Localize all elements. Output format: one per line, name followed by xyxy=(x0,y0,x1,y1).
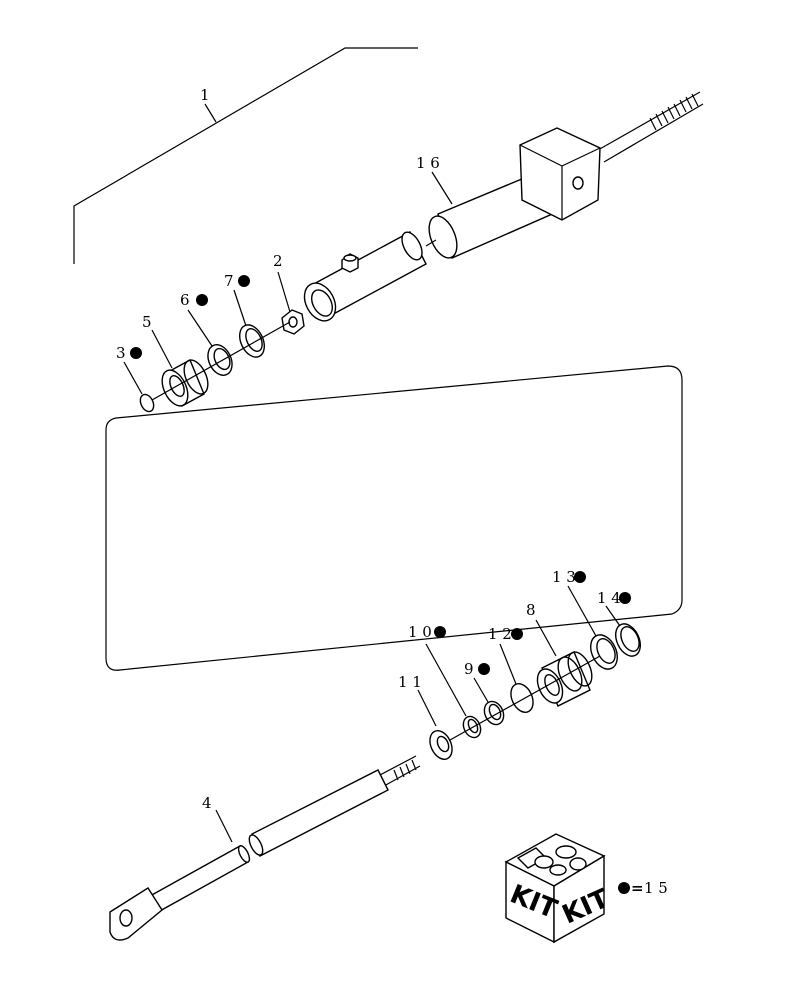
callout-10: 1 0 xyxy=(408,623,432,641)
seal-ring-7 xyxy=(239,324,265,358)
leader-10 xyxy=(425,643,467,717)
seal-9 xyxy=(483,700,505,726)
leader-1 xyxy=(204,103,217,123)
o-ring-14 xyxy=(615,623,641,657)
gland xyxy=(536,651,593,707)
bullet-14 xyxy=(619,592,631,604)
callout-1: 1 xyxy=(200,86,210,104)
callout-13: 1 3 xyxy=(552,568,576,586)
callout-16: 1 6 xyxy=(416,154,440,172)
leader-13 xyxy=(567,585,597,637)
legend-bullet xyxy=(618,882,630,894)
bullet-10 xyxy=(434,626,446,638)
legend-value: 1 5 xyxy=(644,879,668,897)
threaded-rod-top xyxy=(597,91,704,163)
callout-8: 8 xyxy=(526,601,536,619)
kit-group-frame xyxy=(105,365,683,671)
bullet-13 xyxy=(574,571,586,583)
seal-ring-13 xyxy=(590,634,618,670)
leader-14 xyxy=(605,605,621,627)
leader-16 xyxy=(431,171,453,205)
cylinder-barrel xyxy=(428,127,601,259)
bullet-9 xyxy=(478,663,490,675)
leader-5 xyxy=(151,329,173,369)
callout-6: 6 xyxy=(180,291,190,309)
leader-7 xyxy=(233,289,247,327)
leader-8 xyxy=(535,619,557,657)
callout-12: 1 2 xyxy=(488,625,512,643)
kit-box-icon: KIT KIT xyxy=(504,833,614,944)
leader-11 xyxy=(417,689,437,727)
axis-line-bottom xyxy=(449,655,601,741)
leader-9 xyxy=(473,677,489,703)
axis-line-top xyxy=(151,321,291,401)
legend-equals: = xyxy=(631,879,644,897)
leader-12 xyxy=(499,643,517,685)
callout-7: 7 xyxy=(224,272,234,290)
callout-14: 1 4 xyxy=(597,589,621,607)
o-ring-3 xyxy=(139,393,155,413)
callout-2: 2 xyxy=(273,252,283,270)
bullet-3 xyxy=(130,347,142,359)
bullet-12 xyxy=(511,628,523,640)
bullet-6 xyxy=(196,294,208,306)
lock-washer xyxy=(429,730,453,760)
bullet-7 xyxy=(238,275,250,287)
leader-6 xyxy=(187,309,213,347)
split-ring-6 xyxy=(207,344,233,376)
leader-4 xyxy=(215,809,233,843)
callout-9: 9 xyxy=(464,660,474,678)
leader-2 xyxy=(277,271,291,313)
callout-4: 4 xyxy=(202,794,212,812)
split-ring-12 xyxy=(510,683,534,713)
callout-3: 3 xyxy=(116,344,126,362)
piston xyxy=(161,359,209,407)
connector-line-top xyxy=(425,239,437,247)
assembly-bracket-line xyxy=(73,47,418,264)
leader-3 xyxy=(123,361,143,395)
callout-5: 5 xyxy=(142,313,152,331)
callout-11: 1 1 xyxy=(398,673,422,691)
piston-rod xyxy=(109,755,421,941)
nut xyxy=(281,309,305,335)
cylinder-tube xyxy=(303,231,427,322)
